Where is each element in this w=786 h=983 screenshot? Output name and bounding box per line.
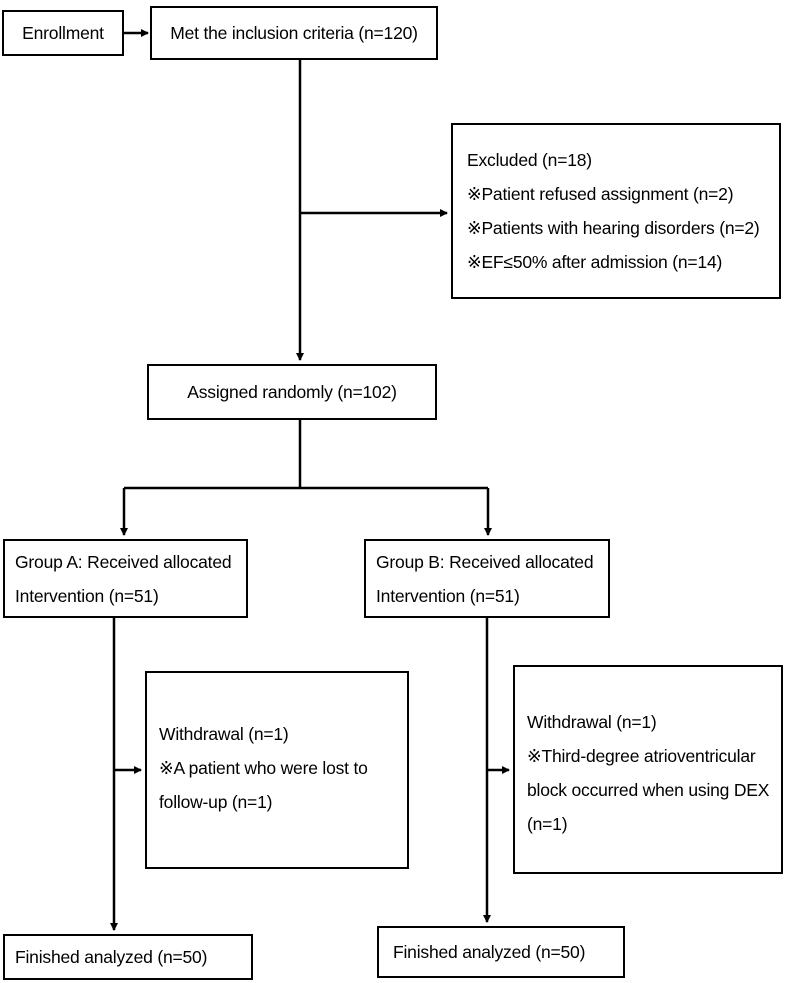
withdrawal-b-title: Withdrawal (n=1) (527, 712, 657, 732)
excluded-item: ※Patients with hearing disorders (n=2) (467, 218, 760, 238)
withdrawal-a-line: follow-up (n=1) (159, 792, 273, 812)
group-b-line2: Intervention (n=51) (376, 586, 520, 606)
inclusion-box: Met the inclusion criteria (n=120) (150, 6, 438, 60)
withdrawal-b-line: ※Third-degree atrioventricular (527, 746, 756, 766)
enrollment-label: Enrollment (22, 23, 104, 43)
inclusion-label: Met the inclusion criteria (n=120) (170, 23, 418, 43)
group-b-line1: Group B: Received allocated (376, 552, 594, 572)
withdrawal-b-line: block occurred when using DEX (527, 780, 770, 800)
withdrawal-a-title: Withdrawal (n=1) (159, 724, 289, 744)
group-a-box: Group A: Received allocated Intervention… (3, 539, 248, 618)
excluded-item: ※Patient refused assignment (n=2) (467, 184, 734, 204)
group-b-box: Group B: Received allocated Intervention… (364, 539, 610, 618)
excluded-item: ※EF≤50% after admission (n=14) (467, 252, 723, 272)
withdrawal-b-box: Withdrawal (n=1) ※Third-degree atriovent… (513, 665, 783, 874)
finished-b-label: Finished analyzed (n=50) (393, 942, 586, 962)
finished-b-box: Finished analyzed (n=50) (377, 926, 625, 978)
withdrawal-a-line: ※A patient who were lost to (159, 758, 368, 778)
withdrawal-b-line: (n=1) (527, 814, 568, 834)
group-a-line2: Intervention (n=51) (15, 586, 159, 606)
group-a-line1: Group A: Received allocated (15, 552, 232, 572)
enrollment-box: Enrollment (2, 10, 124, 56)
excluded-box: Excluded (n=18) ※Patient refused assignm… (451, 123, 781, 299)
assigned-label: Assigned randomly (n=102) (187, 382, 397, 402)
finished-a-box: Finished analyzed (n=50) (3, 934, 253, 980)
assigned-box: Assigned randomly (n=102) (147, 364, 437, 420)
excluded-title: Excluded (n=18) (467, 150, 592, 170)
withdrawal-a-box: Withdrawal (n=1) ※A patient who were los… (145, 671, 409, 869)
finished-a-label: Finished analyzed (n=50) (15, 947, 208, 967)
